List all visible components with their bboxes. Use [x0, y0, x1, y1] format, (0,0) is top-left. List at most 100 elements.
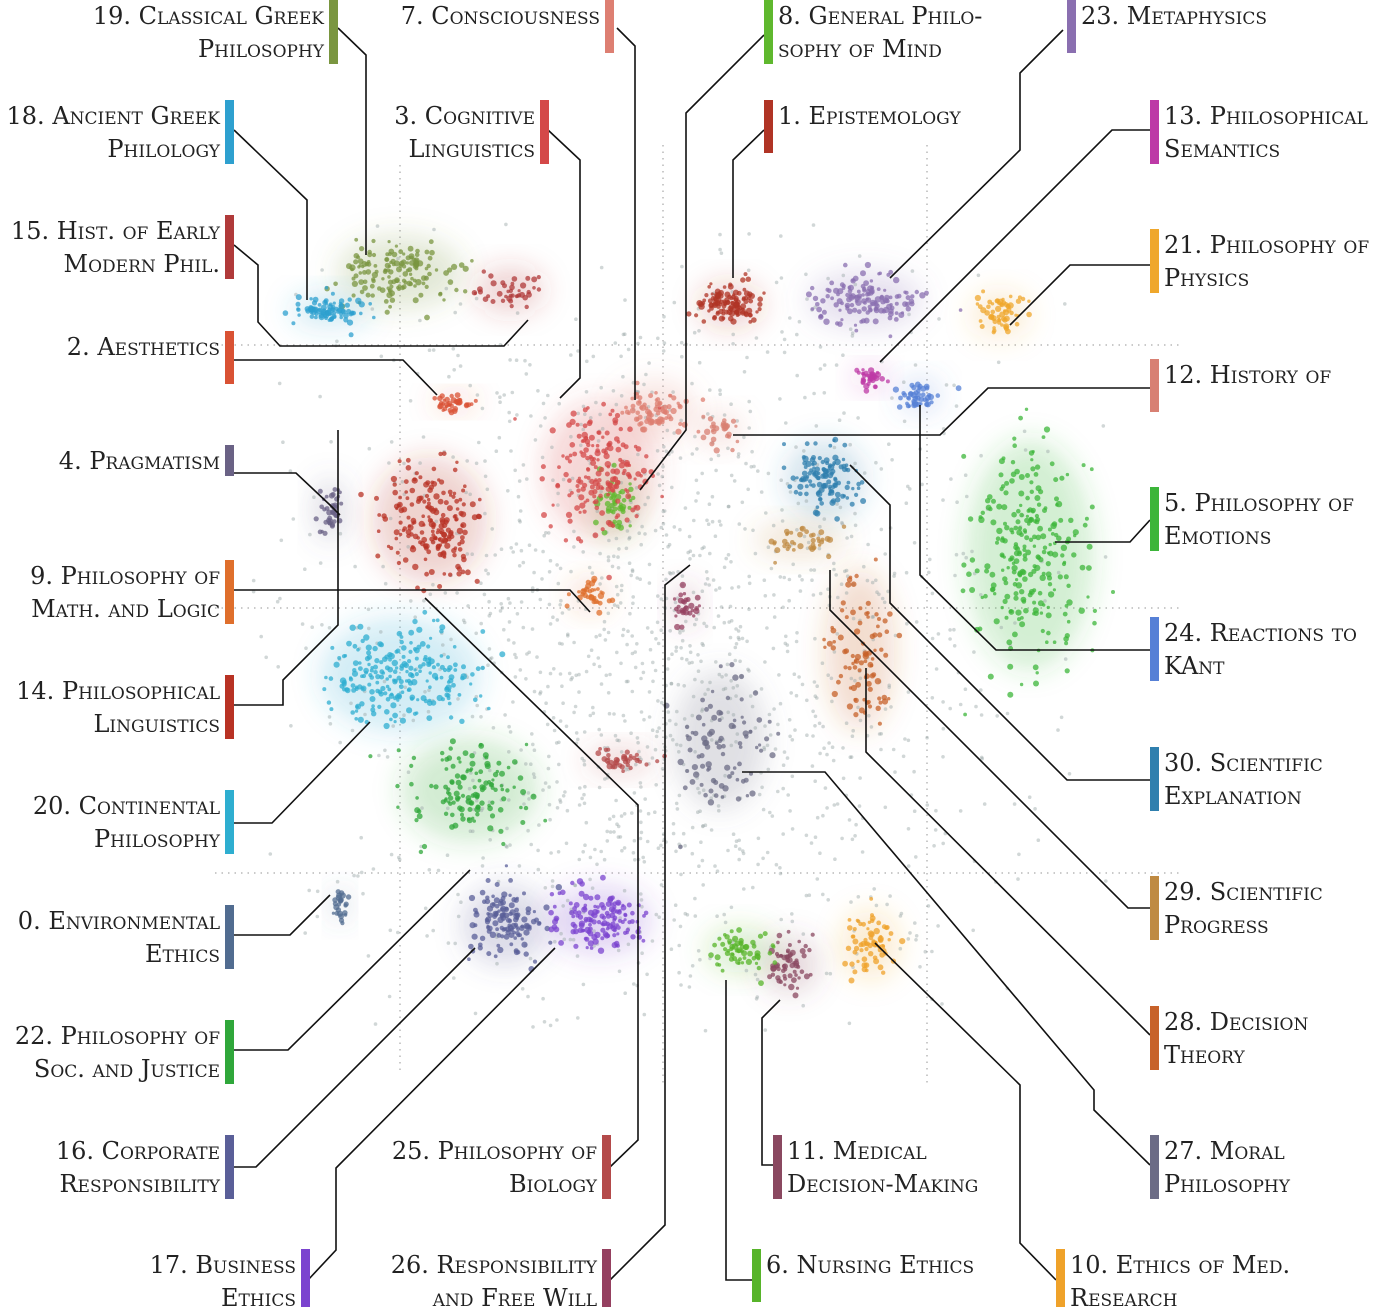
cluster-point — [493, 897, 500, 904]
bg-point — [698, 809, 702, 813]
cluster-point — [995, 305, 1002, 312]
bg-point — [458, 364, 463, 368]
bg-point — [499, 547, 504, 551]
bg-point — [569, 569, 573, 574]
bg-point — [513, 675, 518, 679]
bg-point — [688, 974, 693, 978]
cluster-point — [450, 763, 456, 769]
cluster-point — [419, 641, 426, 647]
cluster-point — [448, 746, 453, 751]
cluster-point — [599, 466, 605, 473]
cluster-point — [711, 428, 715, 433]
bg-point — [635, 642, 639, 646]
cluster-point — [333, 661, 340, 668]
cluster-point — [418, 475, 423, 480]
bg-point — [653, 668, 658, 673]
bg-point — [653, 528, 658, 533]
cluster-point — [621, 498, 627, 503]
bg-point — [582, 792, 586, 797]
bg-point — [488, 768, 492, 773]
cluster-point — [620, 503, 627, 510]
cluster-point — [621, 769, 625, 773]
bg-point — [669, 681, 674, 686]
bg-point — [763, 594, 768, 598]
cluster-point — [618, 524, 624, 531]
cluster-point — [854, 492, 859, 497]
bg-point — [548, 671, 553, 676]
bg-point — [910, 269, 915, 273]
bg-point — [352, 873, 356, 878]
cluster-point — [499, 770, 505, 777]
bg-point — [615, 592, 620, 597]
cluster-point — [460, 569, 466, 575]
cluster-point — [630, 507, 636, 513]
cluster-point — [794, 973, 798, 977]
cluster-point — [1008, 609, 1015, 615]
bg-point — [456, 892, 460, 897]
cluster-point — [712, 942, 717, 948]
bg-point — [738, 659, 742, 664]
bg-point — [629, 573, 633, 578]
cluster-point — [509, 942, 514, 947]
bg-point — [470, 552, 475, 556]
cluster-point — [619, 764, 625, 770]
cluster-point — [330, 291, 335, 296]
bg-point — [879, 747, 883, 752]
cluster-point — [851, 278, 855, 282]
cluster-point — [384, 309, 390, 315]
cluster-point — [455, 779, 462, 786]
cluster-point — [853, 712, 859, 718]
bg-point — [779, 276, 784, 280]
bg-point — [693, 434, 697, 439]
leader-lines — [233, 27, 1151, 1281]
cluster-point — [366, 650, 372, 656]
bg-point — [783, 641, 788, 646]
bg-point — [979, 688, 983, 692]
bg-point — [737, 857, 741, 862]
bg-point — [519, 600, 524, 604]
cluster-point — [1064, 604, 1069, 608]
bg-point — [719, 251, 724, 255]
cluster-point — [677, 597, 684, 604]
cluster-point — [461, 664, 466, 670]
bg-point — [519, 548, 524, 553]
bg-point — [626, 679, 630, 684]
cluster-point — [1033, 472, 1039, 477]
bg-point — [583, 843, 587, 847]
cluster-point — [497, 807, 504, 813]
bg-point — [517, 479, 522, 483]
cluster-point — [446, 534, 451, 539]
cluster-point — [340, 308, 347, 315]
cluster-point — [384, 257, 390, 262]
cluster-point — [1066, 619, 1071, 624]
cluster-point — [602, 931, 609, 938]
cluster-point — [707, 703, 714, 709]
cluster-point — [486, 951, 492, 957]
bg-point — [825, 752, 829, 757]
cluster-point — [389, 284, 394, 289]
bg-point — [486, 571, 491, 576]
cluster-point — [369, 668, 374, 673]
cluster-point — [399, 717, 406, 724]
cluster-point — [444, 396, 450, 403]
bg-point — [654, 783, 658, 787]
cluster-point — [332, 897, 338, 903]
cluster-point — [640, 467, 647, 474]
cluster-point — [446, 680, 451, 684]
bg-point — [586, 654, 591, 659]
color-swatch — [1150, 100, 1159, 164]
cluster-point — [427, 698, 432, 703]
cluster-point — [677, 758, 684, 766]
bg-point — [251, 578, 256, 583]
bg-point — [677, 793, 682, 798]
leader-line — [742, 771, 1151, 1166]
cluster-point — [573, 943, 579, 949]
bg-point — [491, 726, 496, 730]
bg-point — [623, 719, 627, 723]
cluster-point — [919, 292, 926, 299]
cluster-point — [804, 529, 809, 535]
cluster-point — [353, 259, 359, 265]
cluster-point — [472, 785, 477, 790]
cluster-point — [326, 509, 333, 516]
cluster-point — [867, 304, 872, 309]
